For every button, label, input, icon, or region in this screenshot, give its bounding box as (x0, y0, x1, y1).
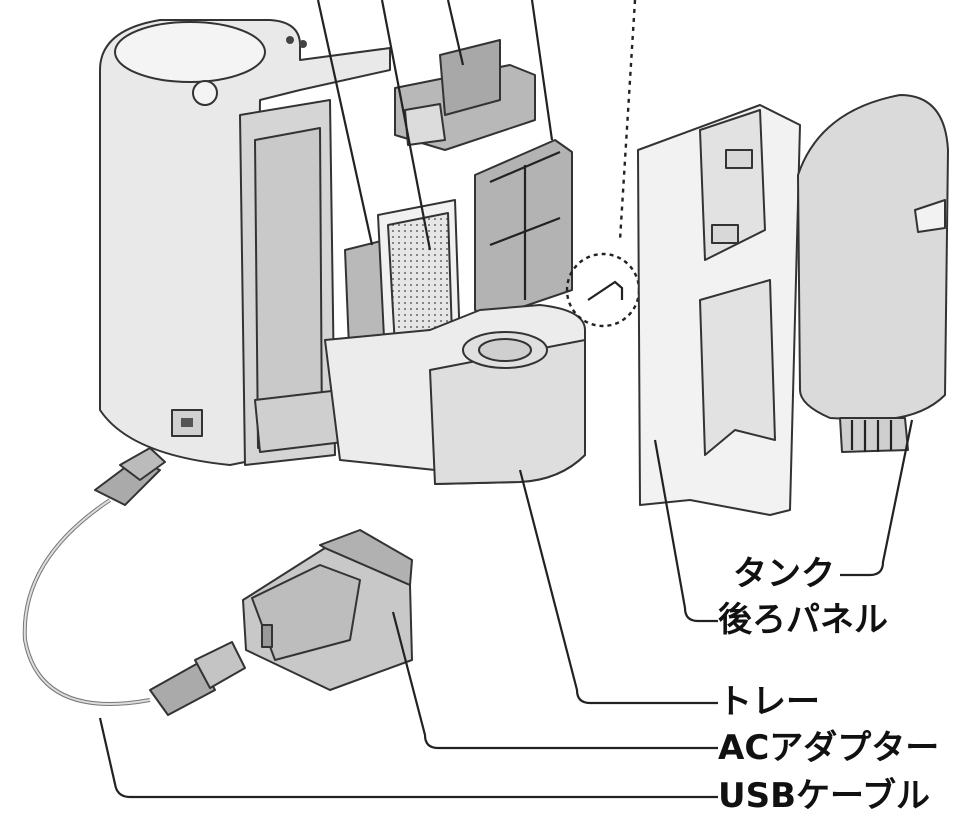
ac-adapter-label: ACアダプター (718, 728, 940, 768)
back-panel-part (637, 104, 801, 516)
element-part (474, 139, 573, 319)
ac-adapter-leader-line (391, 611, 718, 750)
usb-cable-label: USBケーブル (718, 776, 930, 816)
usb-cable-leader-line (98, 717, 718, 799)
filter-parts (344, 199, 461, 373)
top-cover-part (394, 39, 536, 151)
tank-part (797, 94, 949, 453)
usb-cable-part (22, 447, 246, 716)
tank-leader-line (840, 419, 914, 577)
tank-label: タンク (733, 554, 835, 594)
tray-part (324, 304, 586, 485)
detail-magnifier (565, 0, 641, 328)
back-panel-label: 後ろパネル (718, 600, 888, 640)
tray-leader-line (518, 469, 718, 705)
top-leader-lines (316, 0, 554, 251)
ac-adapter-part (242, 529, 413, 691)
tray-label: トレー (718, 682, 820, 722)
back-panel-leader-line (653, 439, 718, 623)
main-unit (99, 19, 391, 466)
